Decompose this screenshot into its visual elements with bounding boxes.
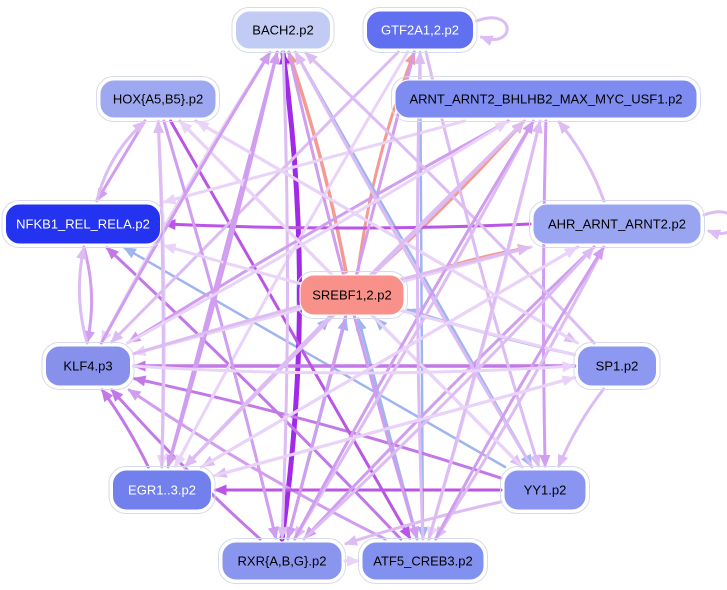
edge-klf4-to-arnt	[126, 120, 509, 345]
node-selection-ring	[296, 271, 408, 319]
edge-atf5-to-gtf2a1	[414, 51, 426, 541]
node-nfkb1[interactable]: NFKB1_REL_RELA.p2	[1, 200, 165, 248]
node-selection-ring	[231, 7, 335, 53]
edge-atf5-to-klf4	[127, 388, 387, 541]
edge-yy1-to-nfkb1	[122, 246, 507, 469]
node-box-ahr[interactable]	[532, 203, 702, 245]
edge-egr1-to-bach2	[166, 51, 280, 469]
edge-ahr-to-arnt	[557, 120, 606, 203]
edge-arnt-to-nfkb1	[162, 119, 466, 205]
node-selection-ring	[391, 76, 701, 122]
node-selection-ring	[529, 200, 705, 248]
edge-rxr-to-bach2	[279, 50, 302, 542]
node-box-hox[interactable]	[99, 79, 217, 119]
node-box-nfkb1[interactable]	[5, 203, 161, 245]
edge-klf4-to-sp1	[132, 361, 576, 375]
node-hox[interactable]: HOX{A5,B5}.p2	[96, 76, 220, 122]
edge-egr1-to-hox	[153, 120, 165, 469]
edge-bach2-to-rxr	[276, 50, 290, 540]
edge-bach2-to-yy1	[294, 50, 533, 468]
node-egr1[interactable]: EGR1..3.p2	[108, 466, 216, 514]
edge-ahr-to-atf5	[434, 245, 606, 540]
edge-atf5-to-arnt	[427, 120, 543, 541]
node-box-yy1[interactable]	[503, 469, 587, 511]
node-rxr[interactable]: RXR{A,B,G}.p2	[218, 538, 346, 584]
edge-rxr-to-ahr	[302, 246, 595, 541]
edge-nfkb1-to-hox	[95, 120, 146, 203]
edge-egr1-to-ahr	[199, 246, 578, 469]
node-selection-ring	[96, 76, 220, 122]
node-gtf2a1[interactable]: GTF2A1,2.p2	[362, 7, 478, 53]
edge-klf4-to-nfkb1	[76, 246, 89, 345]
edge-nfkb1-to-klf4	[82, 245, 95, 344]
node-selection-ring	[1, 200, 165, 248]
node-box-bach2[interactable]	[235, 10, 331, 50]
edge-hox-to-nfkb1	[95, 119, 147, 202]
node-box-klf4[interactable]	[45, 345, 131, 387]
node-sp1[interactable]: SP1.p2	[573, 342, 661, 390]
node-arnt[interactable]: ARNT_ARNT2_BHLHB2_MAX_MYC_USF1.p2	[391, 76, 701, 122]
edge-rxr-to-arnt	[293, 120, 535, 541]
edge-bach2-to-egr1	[165, 50, 279, 468]
edge-ahr-self-loop	[702, 210, 727, 240]
edge-sp1-to-yy1	[557, 387, 606, 468]
edge-sp1-to-hox	[195, 120, 579, 345]
node-box-srebf1[interactable]	[299, 274, 405, 316]
node-yy1[interactable]: YY1.p2	[500, 466, 590, 514]
edge-arnt-to-klf4	[127, 119, 510, 344]
node-selection-ring	[362, 7, 478, 53]
node-bach2[interactable]: BACH2.p2	[231, 7, 335, 53]
edge-egr1-to-sp1	[213, 375, 576, 478]
node-atf5[interactable]: ATF5_CREB3.p2	[358, 538, 488, 584]
node-box-atf5[interactable]	[361, 541, 485, 581]
node-selection-ring	[573, 342, 661, 390]
node-ahr[interactable]: AHR_ARNT_ARNT2.p2	[529, 200, 705, 248]
edge-egr1-to-klf4	[100, 388, 150, 469]
node-box-arnt[interactable]	[394, 79, 698, 119]
node-box-rxr[interactable]	[221, 541, 343, 581]
edge-srebf1-to-gtf2a1	[356, 51, 416, 274]
node-selection-ring	[358, 538, 488, 584]
node-selection-ring	[500, 466, 590, 514]
edge-srebf1-to-bach2	[287, 51, 348, 274]
edge-yy1-to-bach2	[294, 51, 534, 469]
node-box-gtf2a1[interactable]	[366, 10, 474, 50]
edge-sp1-to-bach2	[304, 51, 596, 345]
node-srebf1[interactable]: SREBF1,2.p2	[296, 271, 408, 319]
node-selection-ring	[218, 538, 346, 584]
node-selection-ring	[108, 466, 216, 514]
node-box-sp1[interactable]	[577, 345, 657, 387]
node-box-egr1[interactable]	[112, 469, 212, 511]
edge-layer	[76, 16, 727, 567]
node-selection-ring	[41, 342, 135, 390]
edge-klf4-to-bach2	[99, 51, 272, 345]
node-klf4[interactable]: KLF4.p3	[41, 342, 135, 390]
edge-gtf2a1-self-loop	[475, 16, 509, 46]
